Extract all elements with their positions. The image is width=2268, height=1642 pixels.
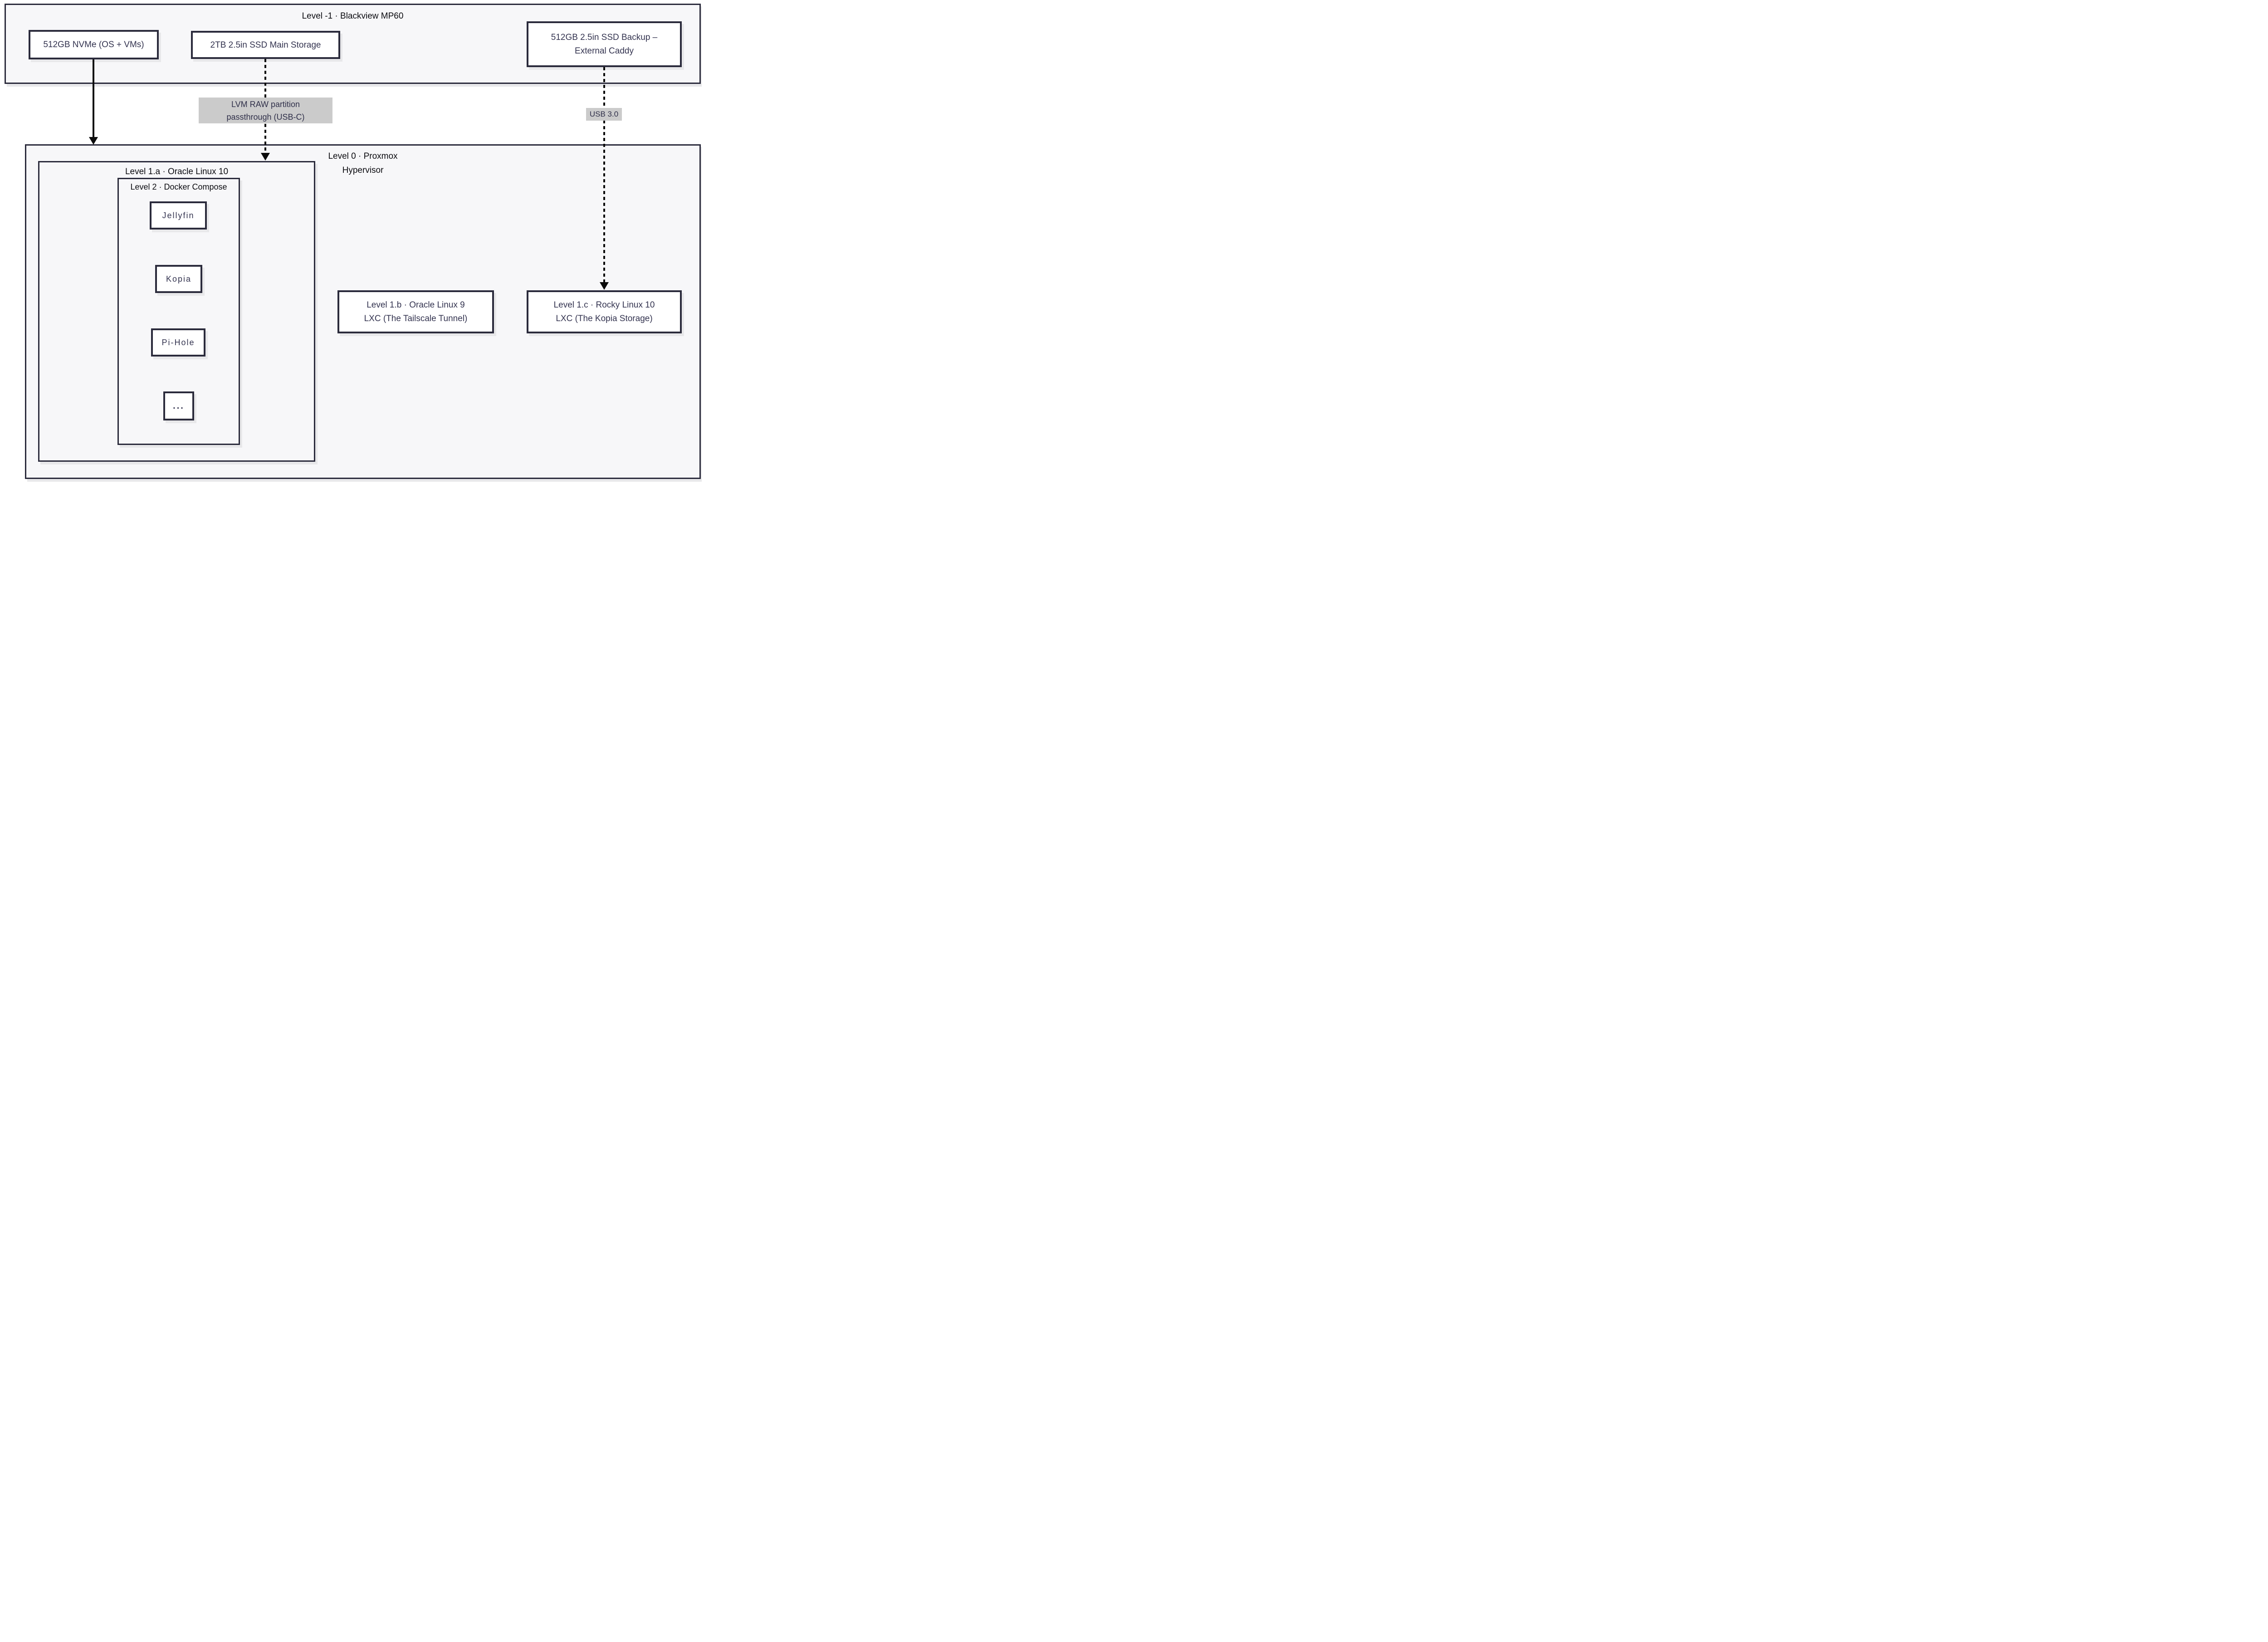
node-kopia: Kopia: [155, 265, 202, 293]
arrow-down-icon: [89, 137, 98, 145]
edge-label-lvm-line1: LVM RAW partition: [231, 99, 300, 109]
cluster-level-1a: Level 1.a · Oracle Linux 10 Level 2 · Do…: [38, 161, 315, 462]
cluster-level-0-title-line2: Hypervisor: [342, 166, 384, 175]
cluster-level-0-title: Level 0 · Proxmox Hypervisor: [26, 149, 699, 177]
edge-label-lvm-line2: passthrough (USB-C): [226, 112, 305, 122]
node-lxc-kopia-storage-line1: Level 1.c · Rocky Linux 10: [553, 300, 655, 310]
cluster-level-2: Level 2 · Docker Compose Jellyfin Kopia …: [117, 178, 240, 445]
node-lxc-tailscale-line2: LXC (The Tailscale Tunnel): [364, 313, 468, 323]
node-lxc-kopia-storage: Level 1.c · Rocky Linux 10 LXC (The Kopi…: [527, 290, 682, 333]
node-jellyfin-label: Jellyfin: [162, 210, 195, 220]
node-pihole: Pi-Hole: [151, 328, 205, 357]
node-ellipsis: ...: [163, 391, 194, 420]
edge-nvme-to-proxmox-line: [93, 59, 94, 137]
node-jellyfin: Jellyfin: [150, 201, 207, 230]
cluster-level-minus1: Level -1 · Blackview MP60 512GB NVMe (OS…: [5, 4, 701, 84]
node-ssd-main: 2TB 2.5in SSD Main Storage: [191, 31, 340, 59]
edge-label-lvm-passthrough: LVM RAW partition passthrough (USB-C): [199, 98, 332, 123]
cluster-level-1a-title: Level 1.a · Oracle Linux 10: [125, 167, 229, 176]
cluster-level-minus1-title: Level -1 · Blackview MP60: [302, 11, 404, 21]
node-lxc-tailscale: Level 1.b · Oracle Linux 9 LXC (The Tail…: [337, 290, 494, 333]
cluster-level-0: Level 0 · Proxmox Hypervisor Level 1.a ·…: [25, 144, 701, 479]
node-nvme-label: 512GB NVMe (OS + VMs): [43, 40, 144, 49]
node-ssd-backup-line1: 512GB 2.5in SSD Backup –: [551, 32, 658, 42]
node-kopia-label: Kopia: [166, 274, 192, 283]
arrow-down-icon: [600, 282, 609, 290]
node-ssd-backup-line2: External Caddy: [575, 46, 634, 56]
node-ssd-backup: 512GB 2.5in SSD Backup – External Caddy: [527, 21, 682, 67]
cluster-level-2-title: Level 2 · Docker Compose: [130, 182, 227, 191]
cluster-level-0-title-line1: Level 0 · Proxmox: [328, 151, 398, 161]
node-lxc-kopia-storage-line2: LXC (The Kopia Storage): [556, 313, 653, 323]
node-lxc-tailscale-line1: Level 1.b · Oracle Linux 9: [367, 300, 465, 310]
node-pihole-label: Pi-Hole: [161, 337, 195, 347]
edge-label-usb3-text: USB 3.0: [589, 110, 619, 118]
arrow-down-icon: [261, 153, 270, 161]
edge-label-usb3: USB 3.0: [586, 108, 622, 121]
edge-ssd-backup-to-lxc-line: [603, 67, 605, 282]
node-ellipsis-label: ...: [173, 401, 185, 411]
node-ssd-main-label: 2TB 2.5in SSD Main Storage: [210, 40, 321, 50]
node-nvme: 512GB NVMe (OS + VMs): [29, 30, 159, 59]
mermaid-diagram: Level -1 · Blackview MP60 512GB NVMe (OS…: [0, 0, 702, 490]
